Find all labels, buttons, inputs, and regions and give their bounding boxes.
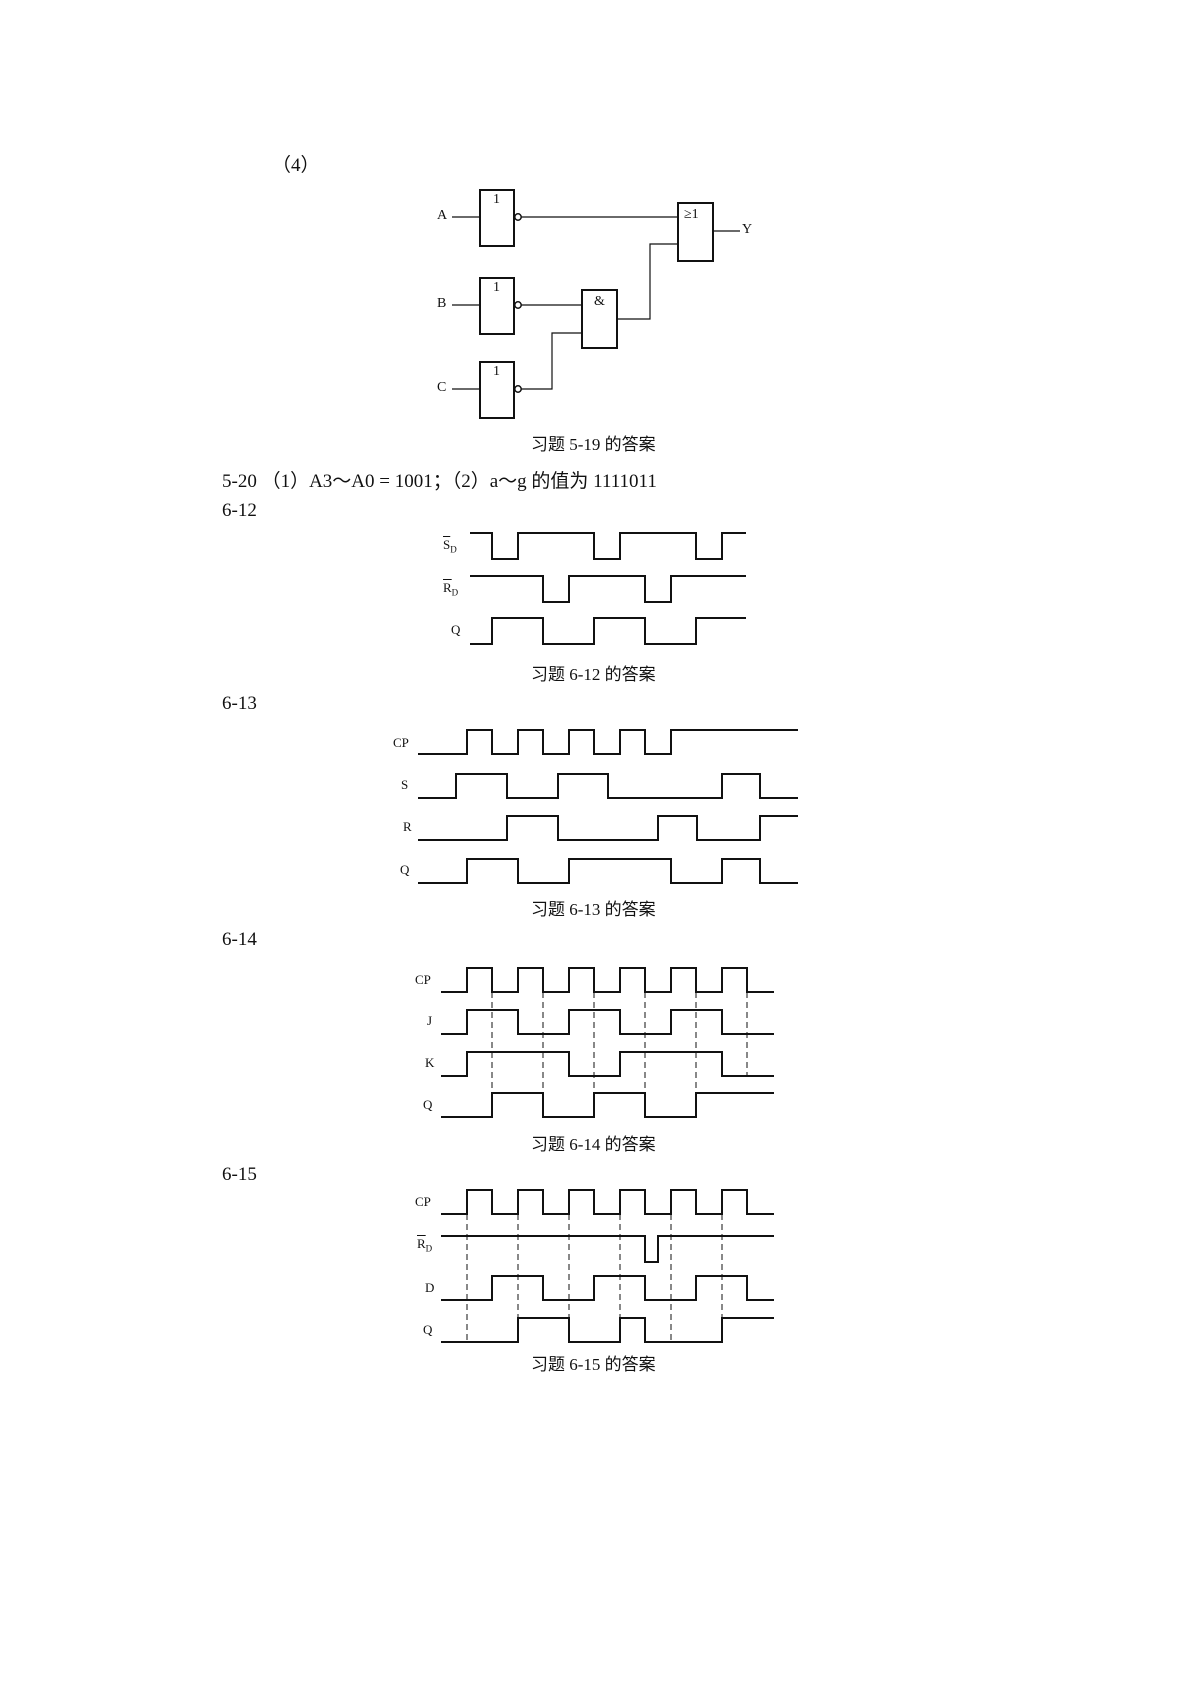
rd-bar-letter: R <box>417 1236 426 1251</box>
input-label-a: A <box>437 208 448 223</box>
output-label-y: Y <box>742 222 753 237</box>
item-4-label: （4） <box>272 155 320 176</box>
sd-subscript: D <box>450 544 457 555</box>
figure-caption-6-12: 习题 6-12 的答案 <box>531 665 656 684</box>
or-gate <box>677 202 714 262</box>
heading-6-15: 6-15 <box>222 1164 257 1185</box>
rd-subscript: D <box>451 587 459 598</box>
signal-rd-label: RD <box>443 580 458 598</box>
signal-cp-label: CP <box>415 1194 431 1209</box>
not-gate-c-symbol: 1 <box>493 364 500 379</box>
signal-sd-label: SD <box>443 537 457 555</box>
or-gate-symbol: ≥1 <box>684 207 699 222</box>
not-gate-a-symbol: 1 <box>493 192 500 207</box>
not-gate-b-symbol: 1 <box>493 280 500 295</box>
figure-caption-6-14: 习题 6-14 的答案 <box>531 1135 656 1154</box>
signal-k-label: K <box>425 1055 435 1070</box>
signal-cp-label: CP <box>415 972 431 987</box>
heading-6-12: 6-12 <box>222 500 257 521</box>
not-gate-a <box>479 189 515 247</box>
figure-caption-5-19: 习题 5-19 的答案 <box>531 435 656 454</box>
signal-j-label: J <box>427 1013 433 1028</box>
heading-6-13: 6-13 <box>222 693 257 714</box>
signal-d-label: D <box>425 1280 435 1295</box>
not-gate-b <box>479 277 515 335</box>
heading-6-14: 6-14 <box>222 929 257 950</box>
signal-q-label: Q <box>423 1322 433 1337</box>
answer-5-20: 5-20 （1）A3～A0 = 1001；（2）a～g 的值为 1111011 <box>222 471 657 492</box>
signal-q-label: Q <box>400 862 410 877</box>
input-label-b: B <box>437 296 447 311</box>
and-gate-symbol: & <box>594 294 605 309</box>
rd-bar-letter: R <box>443 580 452 595</box>
signal-q-label: Q <box>423 1097 433 1112</box>
signal-cp-label: CP <box>393 735 409 750</box>
signal-q-label: Q <box>451 622 461 637</box>
rd-subscript: D <box>425 1243 433 1254</box>
input-label-c: C <box>437 380 447 395</box>
signal-rd-label: RD <box>417 1236 432 1254</box>
signal-r-label: R <box>403 819 412 834</box>
sd-bar-letter: S <box>443 537 451 552</box>
figure-caption-6-13: 习题 6-13 的答案 <box>531 900 656 919</box>
signal-s-label: S <box>401 777 409 792</box>
and-gate <box>581 289 618 349</box>
figure-caption-6-15: 习题 6-15 的答案 <box>531 1355 656 1374</box>
not-gate-c <box>479 361 515 419</box>
